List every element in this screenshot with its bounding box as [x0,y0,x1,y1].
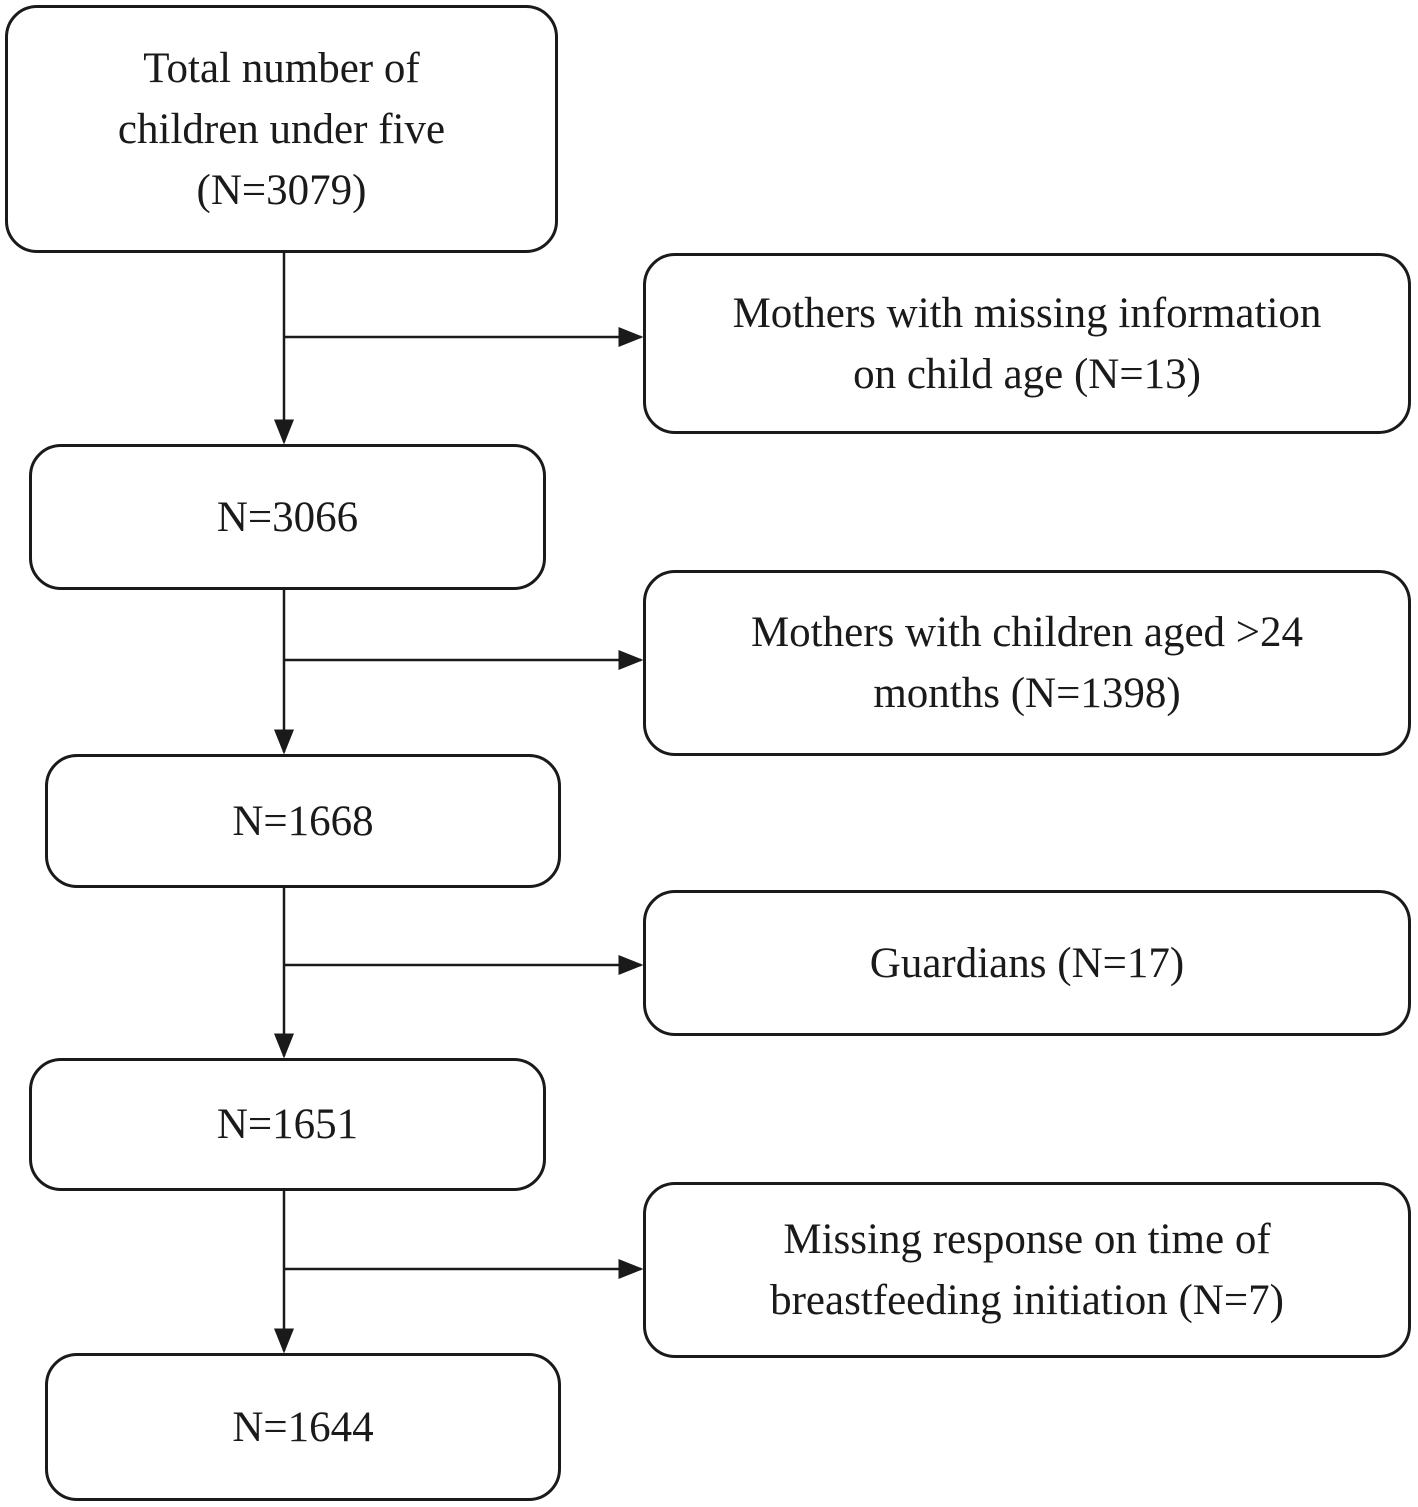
excluded-box-2-line-2: months (N=1398) [873,670,1181,717]
excluded-box-4-line-1: Missing response on time of [783,1216,1271,1263]
excluded-box-4-line-2: breastfeeding initiation (N=7) [770,1277,1284,1324]
main-box-3-line-1: N=1668 [232,797,374,845]
excluded-box-2-line-1: Mothers with children aged >24 [750,609,1304,656]
main-box-4-line-1: N=1651 [216,1101,359,1148]
excluded-box-1-line-1: Mothers with missing information [732,289,1322,337]
excluded-box-2: Mothers with children aged >24 months (N… [643,570,1411,756]
main-box-3: N=1668 [45,754,561,888]
excluded-box-3-line-1: Guardians (N=17) [869,939,1185,987]
main-box-1-line-3: (N=3079) [196,166,367,214]
main-box-1-line-1: Total number of [143,44,420,92]
excluded-box-3: Guardians (N=17) [643,890,1411,1036]
main-box-1: Total number of children under five (N=3… [5,5,558,253]
main-box-2: N=3066 [29,444,546,590]
main-box-4: N=1651 [29,1058,546,1191]
main-box-5-line-1: N=1644 [232,1403,374,1451]
main-box-2-line-1: N=3066 [216,493,359,541]
excluded-box-4: Missing response on time of breastfeedin… [643,1182,1411,1358]
main-box-1-line-2: children under five [117,105,446,153]
excluded-box-1: Mothers with missing information on chil… [643,253,1411,434]
main-box-5: N=1644 [45,1353,561,1501]
excluded-box-1-line-2: on child age (N=13) [853,350,1201,398]
